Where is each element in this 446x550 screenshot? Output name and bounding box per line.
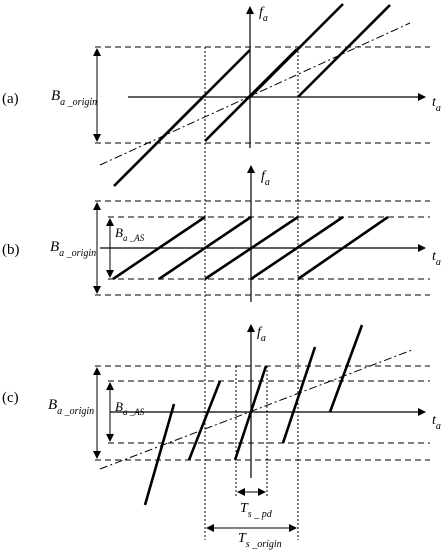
panel-c-origin-chirp-line xyxy=(99,349,413,470)
panel-c-origin-bandwidth-label: Ba _origin xyxy=(48,397,94,417)
panel-b: (b) Ba _origin Ba _AS fa ta xyxy=(2,165,441,302)
panel-b-chirp-5 xyxy=(297,215,389,281)
panel-a-chirp-2 xyxy=(158,49,251,142)
panel-c: (c) Ba _origin Ba _AS fa ta Ts _ pd Ts _… xyxy=(2,324,441,550)
panel-a-bandwidth-label: Ba _origin xyxy=(51,88,97,108)
panel-c-chirp-segments xyxy=(143,324,364,506)
panel-a-label: (a) xyxy=(2,91,19,107)
panel-a: (a) Ba _origin fa ta xyxy=(2,3,441,187)
panel-b-x-axis-label: ta xyxy=(432,249,441,268)
panel-a-y-axis-label: fa xyxy=(259,5,268,24)
panel-c-chirp-1 xyxy=(143,403,176,506)
panel-c-chirp-3 xyxy=(233,365,268,461)
panel-c-as-bandwidth-label: Ba _AS xyxy=(115,399,145,417)
panel-c-label: (c) xyxy=(2,390,19,406)
panel-b-origin-bandwidth-label: Ba _origin xyxy=(50,239,96,259)
ts-origin-label: Ts _origin xyxy=(238,531,282,550)
panel-a-origin-chirp-line xyxy=(99,22,411,166)
panel-a-chirp-4 xyxy=(249,3,344,98)
panel-b-label: (b) xyxy=(2,242,20,258)
panel-a-x-axis-label: ta xyxy=(432,95,441,114)
panel-c-chirp-2 xyxy=(187,380,222,461)
panel-a-chirp-5 xyxy=(297,4,391,98)
panel-a-band-lines xyxy=(95,46,430,144)
panel-b-band-lines xyxy=(95,200,430,296)
panel-b-chirp-3 xyxy=(204,215,299,281)
panel-c-pd-window xyxy=(235,366,268,497)
panel-c-y-axis-label: fa xyxy=(257,325,266,344)
panel-b-chirp-2 xyxy=(158,215,252,281)
panel-b-chirp-4 xyxy=(250,215,344,281)
panel-b-chirp-segments xyxy=(112,215,389,281)
panel-b-y-axis-label: fa xyxy=(261,169,270,188)
panel-c-chirp-5 xyxy=(328,324,364,413)
panel-c-x-axis-label: ta xyxy=(432,413,441,432)
panel-b-chirp-1 xyxy=(112,215,206,281)
panel-c-chirp-4 xyxy=(281,346,317,444)
ts-pd-label: Ts _ pd xyxy=(240,501,273,520)
panel-b-as-bandwidth-label: Ba _AS xyxy=(115,225,145,243)
panel-a-chirp-segments xyxy=(113,3,391,187)
